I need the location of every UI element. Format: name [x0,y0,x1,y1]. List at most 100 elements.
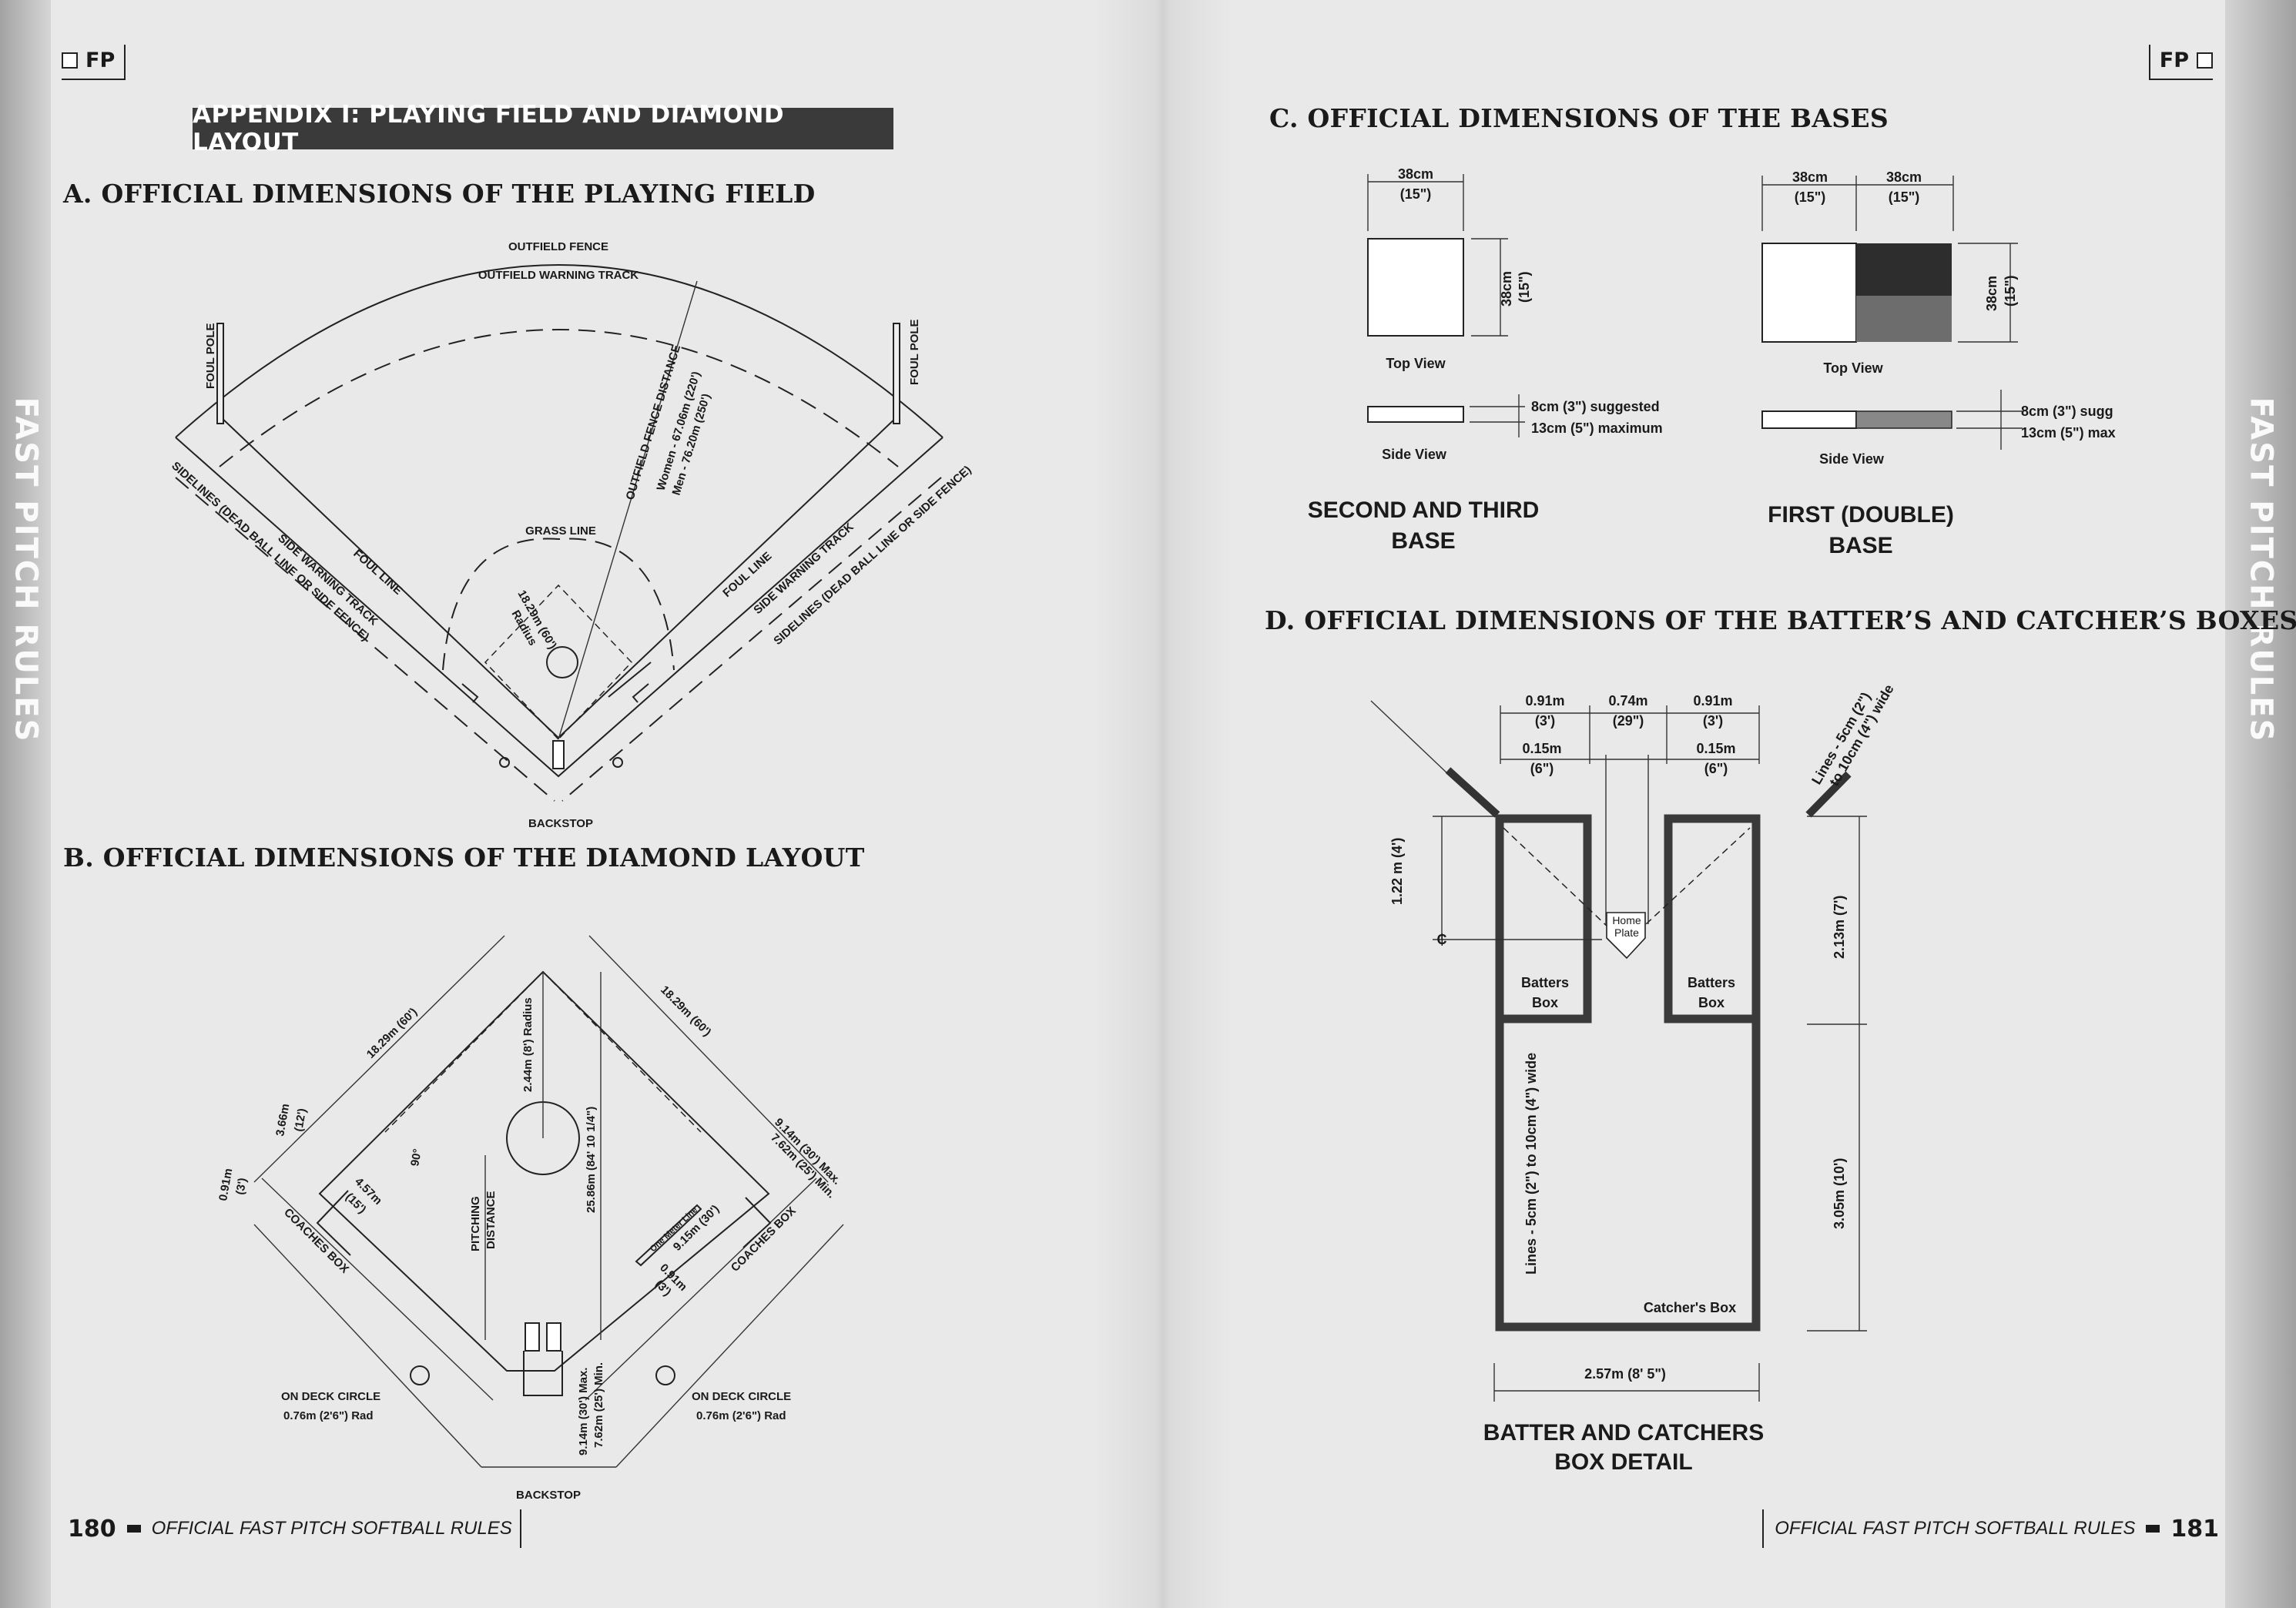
base2-width-b-in: (15") [1889,189,1920,205]
base1-name-b: BASE [1391,528,1455,554]
footer-square-icon [2146,1525,2160,1533]
box-caption-2: BOX DETAIL [1554,1449,1692,1475]
outer-sidelines [175,437,944,778]
infield-diamond [484,584,633,741]
dim-015-a: 0.15m [1522,741,1561,756]
top-view-1: Top View [1386,356,1446,371]
backstop-b-label: BACKSTOP [516,1489,581,1502]
left-header-tag: FP [62,45,126,80]
catchers-area [523,1351,563,1396]
section-c-heading: C. OFFICIAL DIMENSIONS OF THE BASES [1269,103,1889,133]
double-base-side-grey [1855,410,1952,429]
second-third-base-side [1367,406,1464,423]
footer-right: OFFICIAL FAST PITCH SOFTBALL RULES 181 [1762,1509,2219,1548]
batters-box-right-label-2: Box [1698,995,1725,1010]
page-number: 180 [68,1515,116,1543]
coaches-box-right [632,683,649,703]
base1-name-a: SECOND AND THIRD [1308,497,1540,523]
coaches-right-label: COACHES BOX [729,1204,799,1275]
on-deck-circle-left [499,757,510,768]
coaches-box-left [461,683,479,703]
side-right-label: 18.29m (60') [658,983,713,1039]
on-deck-circle-right [612,757,623,768]
d12-label: (12') [292,1107,309,1133]
footer-left: 180 OFFICIAL FAST PITCH SOFTBALL RULES [68,1509,521,1548]
base1-width: 38cm [1398,166,1433,182]
back-max-label: 9.14m (30') Max. [577,1368,590,1456]
base1-height-in: (15") [1517,271,1532,303]
dim-right-60 [588,935,829,1183]
diamond-inner [384,971,702,1133]
grass-line [442,538,675,671]
side-track-right-label: SIDE WARNING TRACK [751,521,856,617]
lines-vertical: Lines - 5cm (2") to 10cm (4") wide [1523,1053,1539,1275]
section-a-heading: A. OFFICIAL DIMENSIONS OF THE PLAYING FI… [63,179,816,209]
foul-pole-left-label: FOUL POLE [204,323,217,389]
foul-line-right [558,415,899,739]
sidelines-left-label: SIDELINES (DEAD BALL LINE OR SIDE FENCE) [169,459,371,643]
foul-line-thick-right [1805,771,1852,818]
side-view-2: Side View [1819,451,1885,467]
one-meter-line-box [635,1204,702,1267]
top-view-2: Top View [1823,360,1883,376]
playing-field-diagram: OUTFIELD FENCE OUTFIELD WARNING TRACK FO… [169,240,974,830]
side-left-label: 18.29m (60') [364,1005,420,1060]
sugg-2: 8cm (3") sugg [2021,404,2113,419]
dim-074: 0.74m [1608,693,1647,709]
header-tag-text: FP [2159,48,2189,72]
home-plate [525,1322,540,1352]
on-deck-left-label: ON DECK CIRCLE [281,1390,380,1403]
base1-width-in: (15") [1400,186,1432,202]
batter-catcher-diagram: 0.91m (3') 0.74m (29") 0.91m (3') 0.15m … [1370,682,1897,1475]
dim-6-b: (6") [1704,761,1728,776]
on-deck-left-radius: 0.76m (2'6") Rad [283,1409,374,1422]
foul-line-left-label: FOUL LINE [350,547,404,597]
on-deck-right-label: ON DECK CIRCLE [692,1390,791,1403]
home-plate [552,740,565,769]
dim-091-b: 0.91m [1693,693,1732,709]
coaches-box-left-shape [316,1190,351,1256]
center-line-symbol: ₵ [1437,932,1447,947]
home-plate-label-1: Home [1612,914,1641,926]
dim-015-b: 0.15m [1696,741,1735,756]
sugg-1: 8cm (3") suggested [1531,399,1660,414]
d3-left-label: (3') [233,1177,250,1196]
home-plate-alt [546,1322,561,1352]
pitchers-circle [546,646,578,678]
home-second-label: 25.86m (84' 10 1/4") [585,1107,598,1213]
box-caption-1: BATTER AND CATCHERS [1483,1420,1764,1446]
home-plate [1606,912,1646,960]
grass-line-label: GRASS LINE [525,524,596,538]
catchers-box [1495,1014,1761,1332]
second-third-base-top [1367,238,1464,337]
base2-name-b: BASE [1828,533,1892,558]
radius-8-label: 2.44m (8') Radius [521,997,535,1092]
home-plate-label-2: Plate [1614,926,1639,939]
dim-122: 1.22 m (4') [1389,838,1405,905]
footer-text: OFFICIAL FAST PITCH SOFTBALL RULES [151,1518,512,1539]
sideline-right [561,477,942,802]
diamond-outline [318,970,770,1372]
base2-name-a: FIRST (DOUBLE) [1768,502,1954,528]
right-side-tab: FAST PITCH RULES [2225,397,2296,743]
checkbox-icon [62,52,78,69]
sideline-left [175,477,555,802]
outer-right [615,1224,844,1468]
book-gutter [1094,0,1232,1608]
on-deck-circle-right [655,1365,675,1385]
double-base-line [608,662,652,698]
right-header-tag: FP [2148,45,2213,80]
diamond-layout-diagram: 18.29m (60') 18.29m (60') 2.44m (8') Rad… [216,935,844,1502]
double-base-side-white [1761,410,1857,429]
back-min-label: 7.62m (25') Min. [592,1362,605,1448]
dim-305: 3.05m (10') [1832,1158,1847,1229]
bases-diagram: 38cm (15") 38cm (15") Top View Side View… [1308,166,2116,558]
d091-left-label: 0.91m [216,1167,235,1202]
fence-distance-line [558,280,698,740]
left-page-edge [0,0,51,1608]
dim-257: 2.57m (8' 5") [1584,1366,1666,1382]
d366-label: 3.66m [273,1103,292,1137]
base2-width-b: 38cm [1886,169,1922,185]
max-2: 13cm (5") max [2021,425,2116,441]
